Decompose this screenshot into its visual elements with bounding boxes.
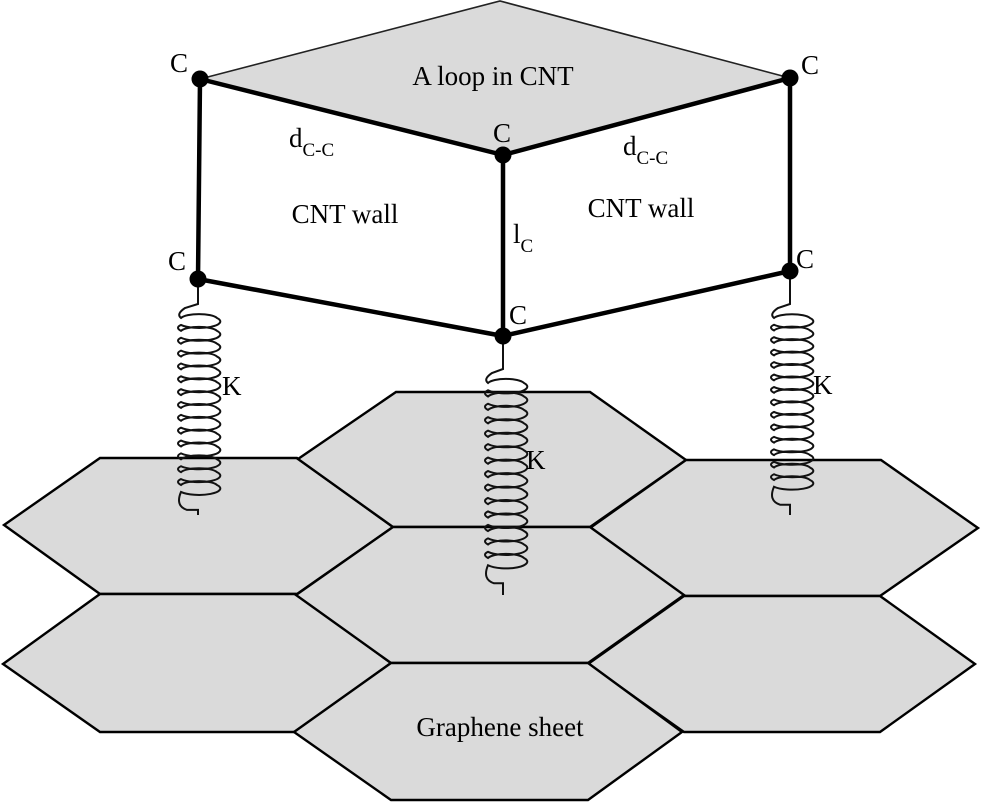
atom-top-middle	[494, 146, 512, 164]
spring-label-right: K	[813, 370, 833, 400]
loop-label: A loop in CNT	[412, 61, 574, 91]
spring-label-left: K	[222, 371, 242, 401]
bond-left-vertical	[195, 76, 203, 282]
atom-label-top-middle: C	[493, 118, 511, 148]
spring-left	[177, 287, 222, 515]
atom-label-top-left: C	[170, 48, 188, 78]
atom-bottom-left	[189, 270, 207, 288]
atom-bottom-middle	[494, 327, 512, 345]
bond-length-label-left: dC-C	[289, 123, 334, 161]
spring-label-middle: K	[526, 445, 546, 475]
cnt-wall-label-right: CNT wall	[588, 193, 695, 223]
atom-label-bottom-left: C	[168, 246, 186, 276]
springs	[177, 279, 815, 595]
tube-length-label: lC	[513, 219, 533, 257]
atom-top-right	[781, 69, 799, 87]
bond-top-right	[500, 75, 793, 158]
cnt-bonds	[195, 75, 793, 339]
bond-top-left	[197, 76, 506, 158]
graphene-sheet-label: Graphene sheet	[416, 712, 584, 742]
cnt-wall-label-left: CNT wall	[292, 199, 399, 229]
atom-label-bottom-right: C	[796, 244, 814, 274]
atom-label-top-right: C	[801, 50, 819, 80]
graphene-sheet	[0, 390, 981, 802]
atom-label-bottom-middle: C	[509, 300, 527, 330]
bond-bottom-left	[195, 276, 506, 339]
hexagon-bottom-center	[291, 661, 685, 802]
spring-middle	[484, 344, 529, 595]
bond-bottom-right	[500, 268, 793, 339]
bond-length-label-right: dC-C	[623, 131, 668, 169]
spring-right	[770, 279, 815, 515]
atom-top-left	[191, 70, 209, 88]
carbon-atoms	[189, 69, 799, 345]
atom-bottom-right	[781, 262, 799, 280]
